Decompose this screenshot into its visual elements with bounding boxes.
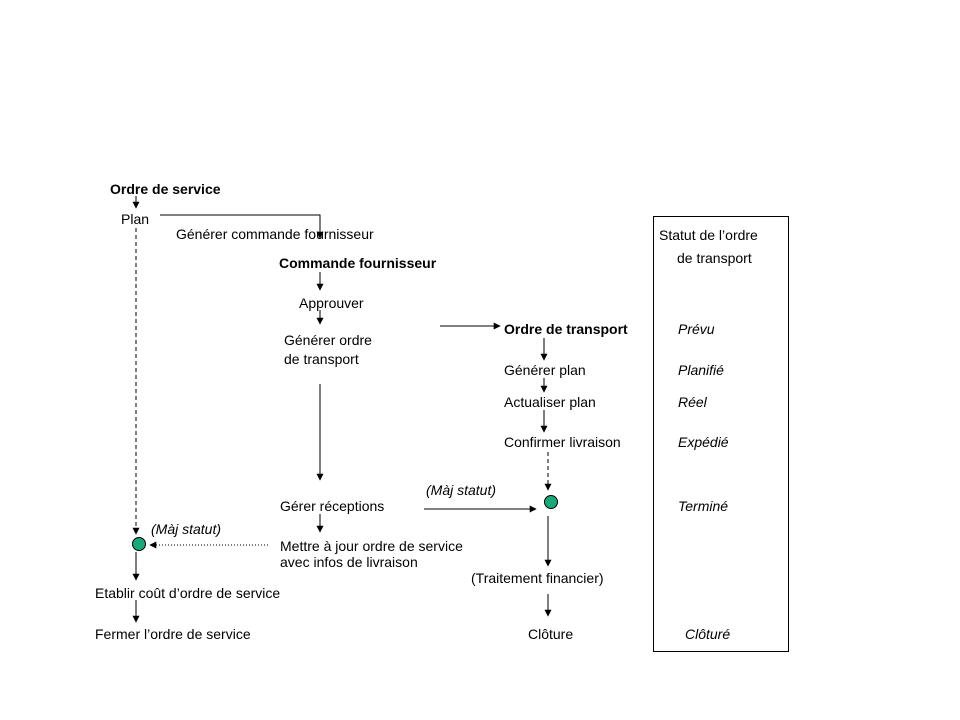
confirm-delivery-step: Confirmer livraison (504, 434, 621, 450)
update-plan-step: Actualiser plan (504, 394, 596, 410)
service-update-status-label: (Màj statut) (151, 521, 222, 537)
establish-cost-step: Etablir coût d’ordre de service (95, 585, 281, 601)
status-panel (653, 216, 789, 652)
status-panel-title-line1: Statut de l’ordre (659, 227, 758, 243)
status-finished: Terminé (678, 498, 729, 514)
plan-step: Plan (121, 211, 150, 227)
status-actual: Réel (678, 394, 707, 410)
status-shipped: Expédié (678, 434, 729, 450)
close-service-order-step: Fermer l’ordre de service (95, 626, 251, 642)
status-closed: Clôturé (685, 626, 731, 642)
service-order-title: Ordre de service (110, 181, 221, 197)
approve-step: Approuver (299, 295, 364, 311)
transport-status-node (544, 495, 558, 509)
transport-update-status-label: (Màj statut) (426, 482, 497, 498)
generate-supplier-order-step: Générer commande fournisseur (176, 226, 374, 242)
financial-processing-step: (Traitement financier) (471, 570, 604, 586)
generate-transport-step-line2: de transport (284, 351, 359, 367)
status-planned: Prévu (678, 321, 715, 337)
generate-transport-step-line1: Générer ordre (284, 332, 372, 348)
generate-plan-step: Générer plan (504, 362, 586, 378)
closure-step: Clôture (528, 626, 574, 642)
transport-order-title: Ordre de transport (504, 321, 628, 337)
service-status-node (132, 537, 146, 551)
manage-receipts-step: Gérer réceptions (280, 498, 385, 514)
supplier-order-title: Commande fournisseur (279, 255, 437, 271)
status-panel-title-line2: de transport (677, 250, 752, 266)
update-service-order-line1: Mettre à jour ordre de service (280, 538, 463, 554)
arrow-plan-to-supplier (160, 214, 324, 239)
status-scheduled: Planifié (678, 362, 724, 378)
update-service-order-line2: avec infos de livraison (280, 554, 418, 570)
